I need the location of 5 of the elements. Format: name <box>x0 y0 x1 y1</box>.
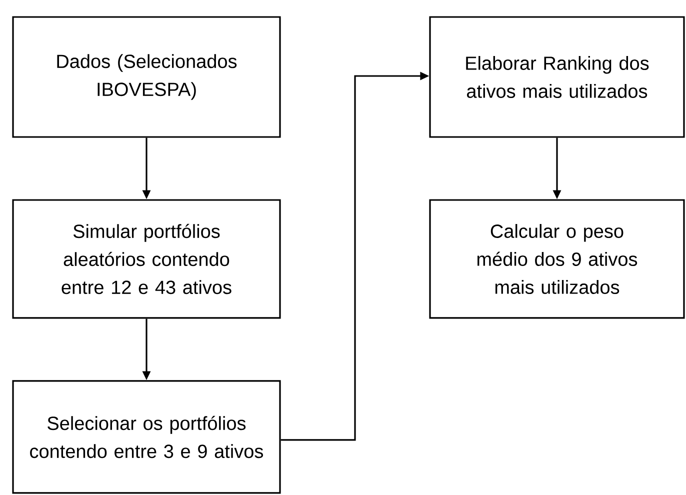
process-box: Elaborar Ranking dos ativos mais utilizados <box>429 16 685 138</box>
process-box: Simular portfólios aleatórios contendo entre 12 e 43 ativos <box>12 199 281 319</box>
process-box: Selecionar os portfólios contendo entre 3 e 9 ativos <box>12 380 281 494</box>
process-box: Dados (Selecionados IBOVESPA) <box>12 16 281 138</box>
process-box: Calcular o peso médio dos 9 ativos mais utilizados <box>429 199 685 319</box>
